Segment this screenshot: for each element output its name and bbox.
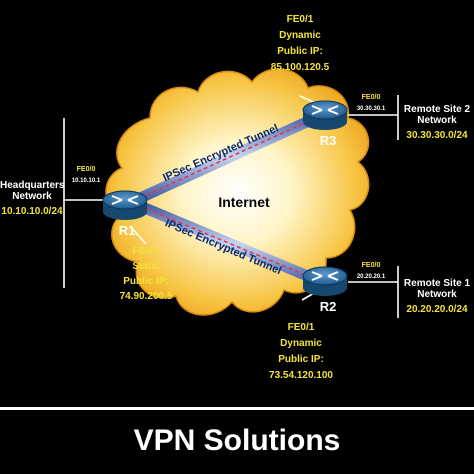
router-r1 (102, 190, 148, 220)
tunnel-r1-r3 (134, 109, 328, 204)
r1-wan-type: Static (132, 261, 160, 272)
footer-divider (0, 407, 474, 410)
hq-line1: Headquarters (0, 180, 65, 191)
tunnel-r1-r2 (134, 200, 328, 288)
r2-wan-ip: 73.54.120.100 (269, 370, 333, 381)
r1-lan-ip: 10.10.10.1 (71, 178, 101, 184)
internet-cloud (105, 68, 370, 316)
r1-wan-interface: FE0/1 (132, 246, 160, 257)
r1-wan-label: Public IP: (123, 276, 169, 287)
r2-lan-ip: 20.20.20.1 (356, 274, 386, 280)
router-r1-name: R1 (119, 223, 136, 238)
site1-line1: Remote Site 1 (403, 278, 471, 289)
router-r2 (302, 266, 348, 296)
site2-line1: Remote Site 2 (403, 104, 471, 115)
site1-subnet: 20.20.20.0/24 (406, 304, 468, 315)
site1-line2: Network (417, 289, 457, 300)
site1-network-label: Remote Site 1 Network (400, 278, 474, 300)
r2-wan-block: FE0/1 Dynamic Public IP: 73.54.120.100 (256, 320, 346, 384)
hq-subnet: 10.10.10.0/24 (1, 206, 63, 217)
r1-lan-interface: FE0/0 (76, 166, 96, 173)
r2-wan-type: Dynamic (280, 338, 322, 349)
r1-wan-block: FE0/1 Static Public IP: 74.90.200.5 (110, 244, 182, 304)
r3-wan-ip: 85.100.120.5 (270, 62, 330, 73)
r3-wan-type: Dynamic (279, 30, 321, 41)
router-r2-name: R2 (320, 299, 337, 314)
site2-line2: Network (417, 115, 457, 126)
r3-lan-ip: 30.30.30.1 (356, 106, 386, 112)
r1-wan-ip: 74.90.200.5 (119, 291, 173, 302)
r3-wan-block: FE0/1 Dynamic Public IP: 85.100.120.5 (260, 12, 340, 76)
hq-line2: Network (12, 191, 52, 202)
hq-network-label: Headquarters Network (0, 180, 64, 202)
r2-wan-interface: FE0/1 (287, 322, 315, 333)
site2-network-label: Remote Site 2 Network (400, 104, 474, 126)
footer-bar (0, 414, 474, 474)
lan-links (63, 95, 399, 318)
r2-wan-label: Public IP: (278, 354, 324, 365)
site2-subnet: 30.30.30.0/24 (406, 130, 468, 141)
router-r3-name: R3 (320, 133, 337, 148)
r2-lan-interface: FE0/0 (361, 262, 381, 269)
footer-title: VPN Solutions (133, 424, 341, 457)
r3-lan-interface: FE0/0 (361, 94, 381, 101)
internet-label: Internet (218, 194, 270, 210)
r3-wan-interface: FE0/1 (286, 14, 314, 25)
router-r3 (302, 100, 348, 130)
r3-wan-label: Public IP: (277, 46, 323, 57)
